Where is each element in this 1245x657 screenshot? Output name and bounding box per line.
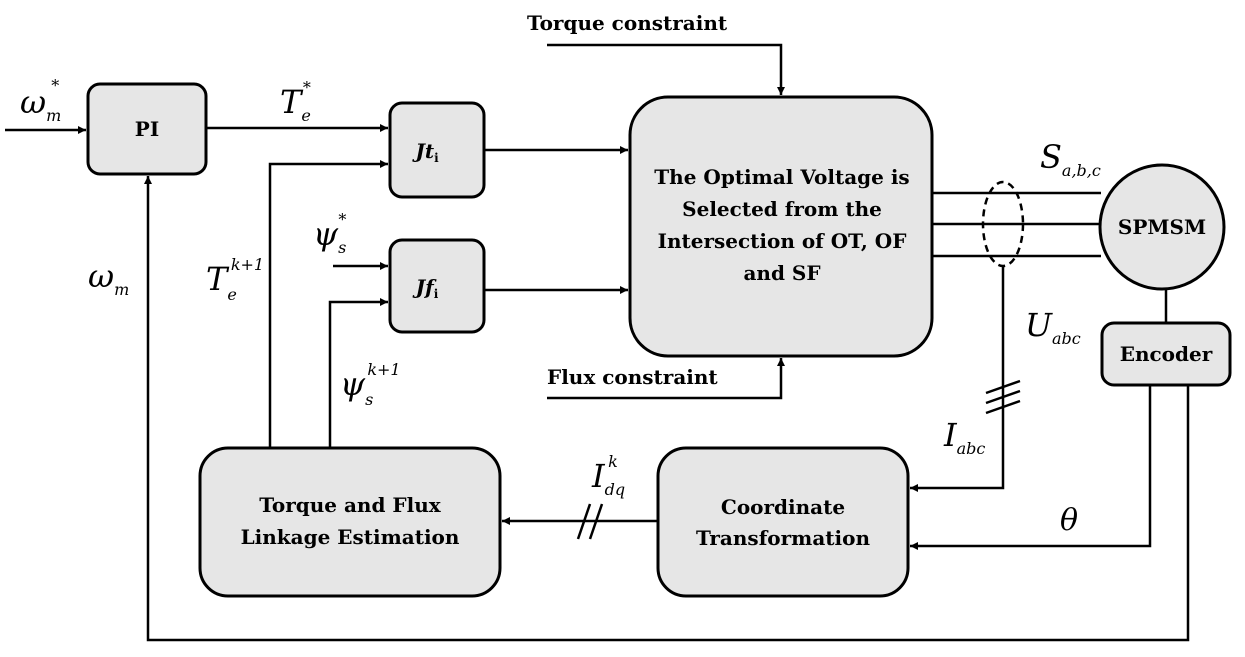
torque-constraint-label: Torque constraint	[527, 11, 728, 35]
jf-label: Jfi	[412, 275, 439, 301]
te-next-arrow	[268, 160, 388, 448]
optimal-voltage-line-1: The Optimal Voltage is	[654, 165, 909, 189]
optimal-voltage-block	[628, 95, 934, 358]
theta-label: θ	[1060, 503, 1078, 538]
triple-slash-2	[985, 389, 1021, 405]
coordinate-line-2: Transformation	[696, 526, 871, 550]
current-feedback-arrow	[910, 266, 1005, 492]
omega-ref-label: ωm*	[20, 76, 61, 125]
double-slash-1	[576, 503, 592, 540]
double-slash-2	[588, 503, 604, 540]
i-abc-label: Iabc	[943, 416, 985, 458]
psi-next-label: ψsk+1	[340, 360, 401, 409]
idq-label: Idqk	[591, 452, 625, 499]
omega-feedback-label: ωm	[88, 257, 129, 299]
spmsm-motor	[1098, 163, 1226, 291]
u-abc-label: Uabc	[1025, 306, 1081, 348]
theta-feedback-arrow	[910, 385, 1152, 550]
psi-next-arrow	[328, 298, 388, 448]
estimation-line-1: Torque and Flux	[259, 493, 441, 517]
optimal-voltage-line-4: and SF	[743, 261, 820, 285]
optimal-voltage-line-2: Selected from the	[682, 197, 882, 221]
te-ref-label: Te*	[280, 78, 311, 125]
triple-slash-3	[985, 399, 1021, 415]
estimation-line-2: Linkage Estimation	[241, 525, 460, 549]
torque-flux-estimation-block	[198, 446, 502, 598]
psi-ref-label: ψs*	[313, 210, 346, 257]
jf-block	[388, 238, 486, 334]
coordinate-transformation-block	[656, 446, 910, 598]
s-abc-label: Sa,b,c	[1040, 138, 1101, 180]
triple-slash-1	[985, 379, 1021, 395]
te-next-label: Tek+1	[206, 255, 264, 304]
flux-constraint-label: Flux constraint	[547, 365, 718, 389]
speed-feedback-arrow	[144, 176, 1190, 642]
encoder-label: Encoder	[1120, 342, 1213, 366]
flux-constraint-arrow	[547, 358, 785, 400]
optimal-voltage-line-3: Intersection of OT, OF	[658, 229, 907, 253]
jt-block	[388, 101, 486, 199]
torque-constraint-arrow	[547, 43, 785, 95]
spmsm-label: SPMSM	[1118, 215, 1206, 239]
coordinate-line-1: Coordinate	[721, 495, 845, 519]
jt-label: Jti	[411, 139, 439, 165]
pi-label: PI	[135, 117, 159, 141]
